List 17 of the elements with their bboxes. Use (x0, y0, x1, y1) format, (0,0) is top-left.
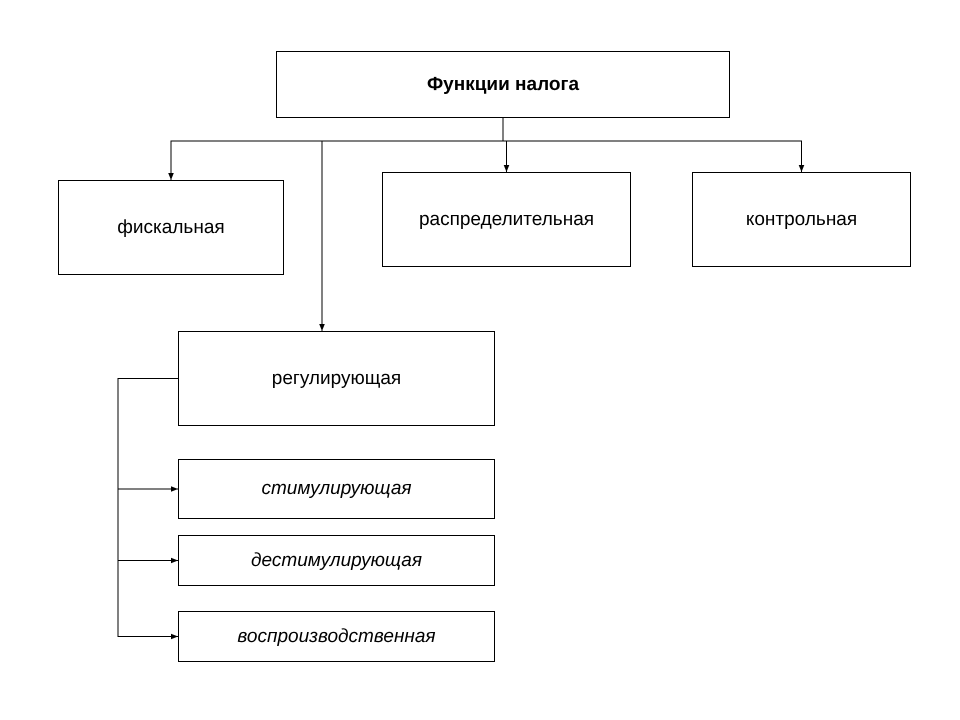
function-box (276, 51, 730, 118)
connector-arrow (118, 378, 178, 640)
box-label: воспроизводственная (237, 626, 436, 648)
box-label: дестимулирующая (251, 550, 422, 572)
box-label: контрольная (746, 208, 858, 230)
function-box (382, 172, 631, 267)
box-label: Функции налога (426, 74, 580, 96)
box-label: регулирующая (272, 368, 402, 390)
function-box (178, 459, 495, 519)
function-box (178, 535, 495, 586)
box-label: фискальная (117, 216, 225, 238)
function-box (58, 180, 284, 275)
function-box (178, 611, 495, 662)
function-box (178, 331, 495, 426)
function-box (692, 172, 911, 267)
box-label: стимулирующая (261, 478, 412, 500)
box-label: распределительная (418, 208, 594, 230)
